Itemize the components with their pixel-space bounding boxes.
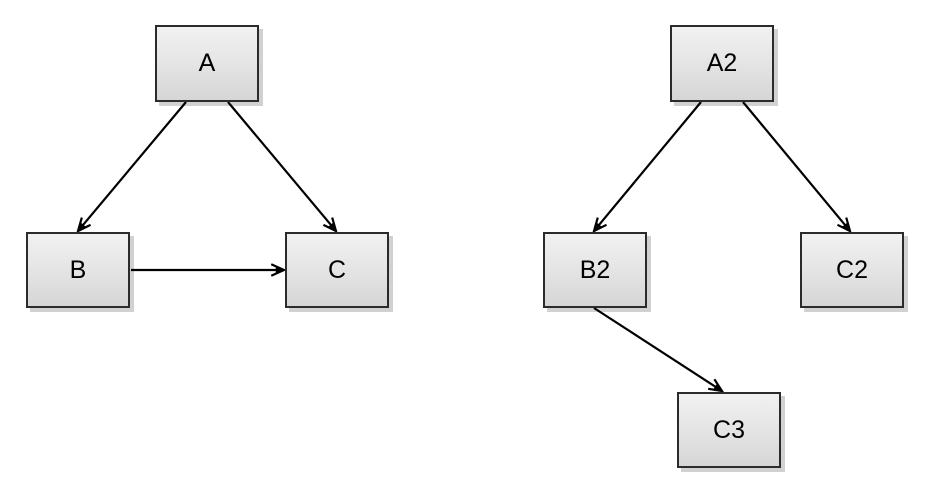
node-label: C (327, 255, 347, 284)
arrowhead-icon (270, 263, 287, 277)
edge-a-c (227, 101, 338, 234)
edge-a2-b2 (592, 101, 702, 234)
node-label: A2 (706, 49, 738, 77)
node-label: A (198, 49, 216, 77)
arrowhead-fill-icon (713, 383, 722, 391)
node-label: C3 (713, 415, 745, 444)
edge-line (227, 101, 336, 231)
node-label: C2 (836, 255, 868, 284)
node-label: B (69, 255, 87, 284)
arrowhead-icon (836, 217, 852, 234)
arrowhead-fill-icon (327, 222, 336, 231)
edge-line (593, 307, 721, 391)
node-b[interactable]: B (26, 232, 130, 308)
node-b2[interactable]: B2 (543, 232, 647, 308)
node-a[interactable]: A (155, 25, 259, 102)
node-c2[interactable]: C2 (800, 232, 904, 308)
arrowhead-fill-icon (78, 222, 87, 231)
edge-line (78, 101, 187, 231)
arrowhead-fill-icon (275, 266, 284, 274)
edge-line (594, 101, 702, 231)
arrowhead-icon (707, 378, 725, 393)
arrowhead-fill-icon (594, 222, 603, 231)
arrowhead-icon (592, 217, 608, 234)
edge-b-c (131, 263, 287, 277)
node-c[interactable]: C (285, 232, 389, 308)
node-c3[interactable]: C3 (677, 392, 781, 468)
edge-a-b (76, 101, 187, 234)
edge-a2-c2 (742, 101, 852, 234)
edge-b2-c3 (593, 307, 725, 393)
node-a2[interactable]: A2 (670, 25, 774, 102)
edge-line (742, 101, 850, 231)
node-label: B2 (579, 255, 611, 284)
arrowhead-fill-icon (841, 222, 850, 231)
arrowhead-icon (322, 217, 338, 234)
arrowhead-icon (76, 217, 92, 234)
